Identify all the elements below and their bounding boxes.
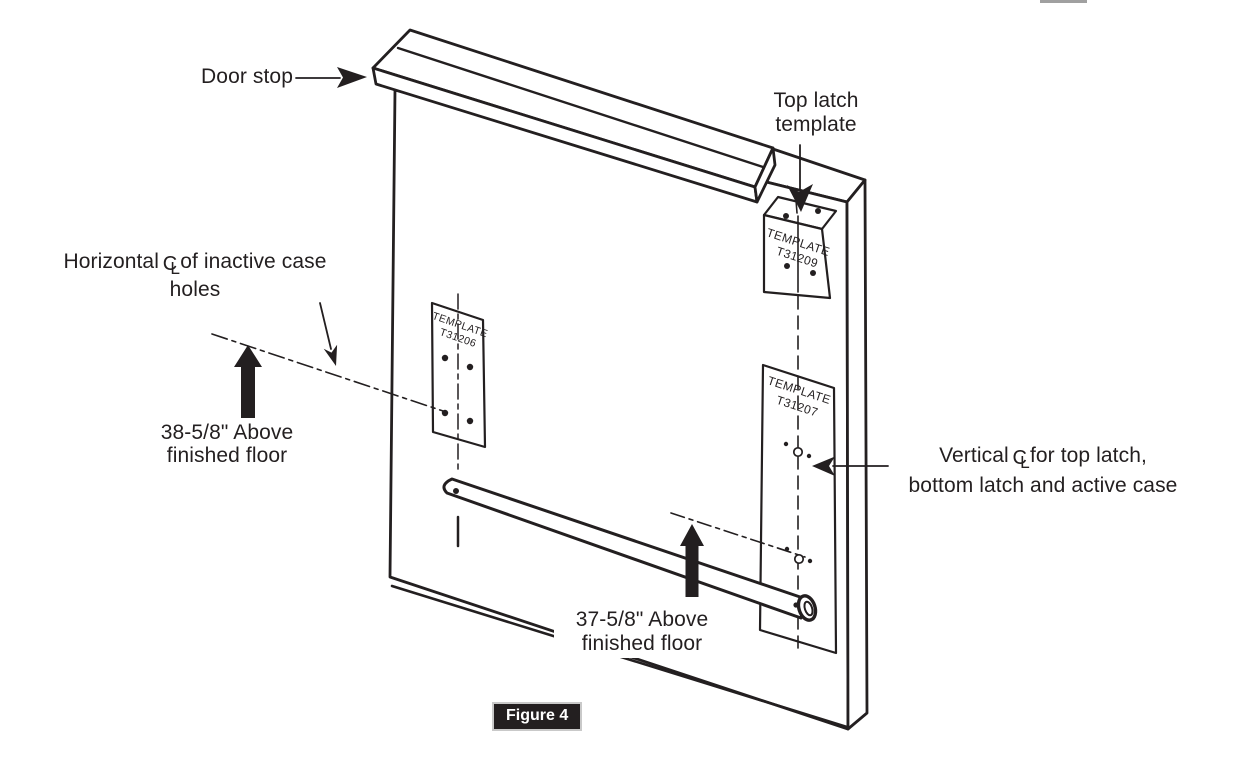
page-edge-mark <box>1040 0 1087 3</box>
door-stop-arrow <box>295 67 367 88</box>
beam-end-cap <box>753 146 777 204</box>
t31209-holes <box>783 208 821 276</box>
top-latch-arrow <box>787 144 813 212</box>
dimension-38-label: 38-5/8" Above finished floor <box>160 421 294 467</box>
push-bar-rod <box>442 477 818 622</box>
centerline-horizontal-active <box>670 512 806 558</box>
door-panel <box>388 88 869 731</box>
door-right-edge <box>845 178 869 731</box>
beam-stop-ridge <box>396 46 765 169</box>
t31209-front-face <box>762 213 832 300</box>
centerline-horizontal-inactive <box>211 333 447 413</box>
rod-tube-opening <box>803 600 814 617</box>
door-stop-beam <box>371 28 777 204</box>
callout-arrows <box>295 67 889 476</box>
dim-arrow-37 <box>680 524 704 597</box>
door-stop-label: Door stop <box>201 65 293 88</box>
dim-arrow-38 <box>234 345 262 418</box>
dimension-37-label: 37-5/8" Above finished floor <box>554 606 730 658</box>
t31206-holes <box>441 354 474 425</box>
t31207-holes <box>783 441 813 565</box>
figure-badge: Figure 4 <box>492 702 583 731</box>
top-latch-template-label: Top latch template <box>773 89 859 136</box>
template-t31209 <box>762 195 838 300</box>
vertical-cl-arrow <box>812 456 889 476</box>
horizontal-cl-arrow <box>319 302 338 366</box>
